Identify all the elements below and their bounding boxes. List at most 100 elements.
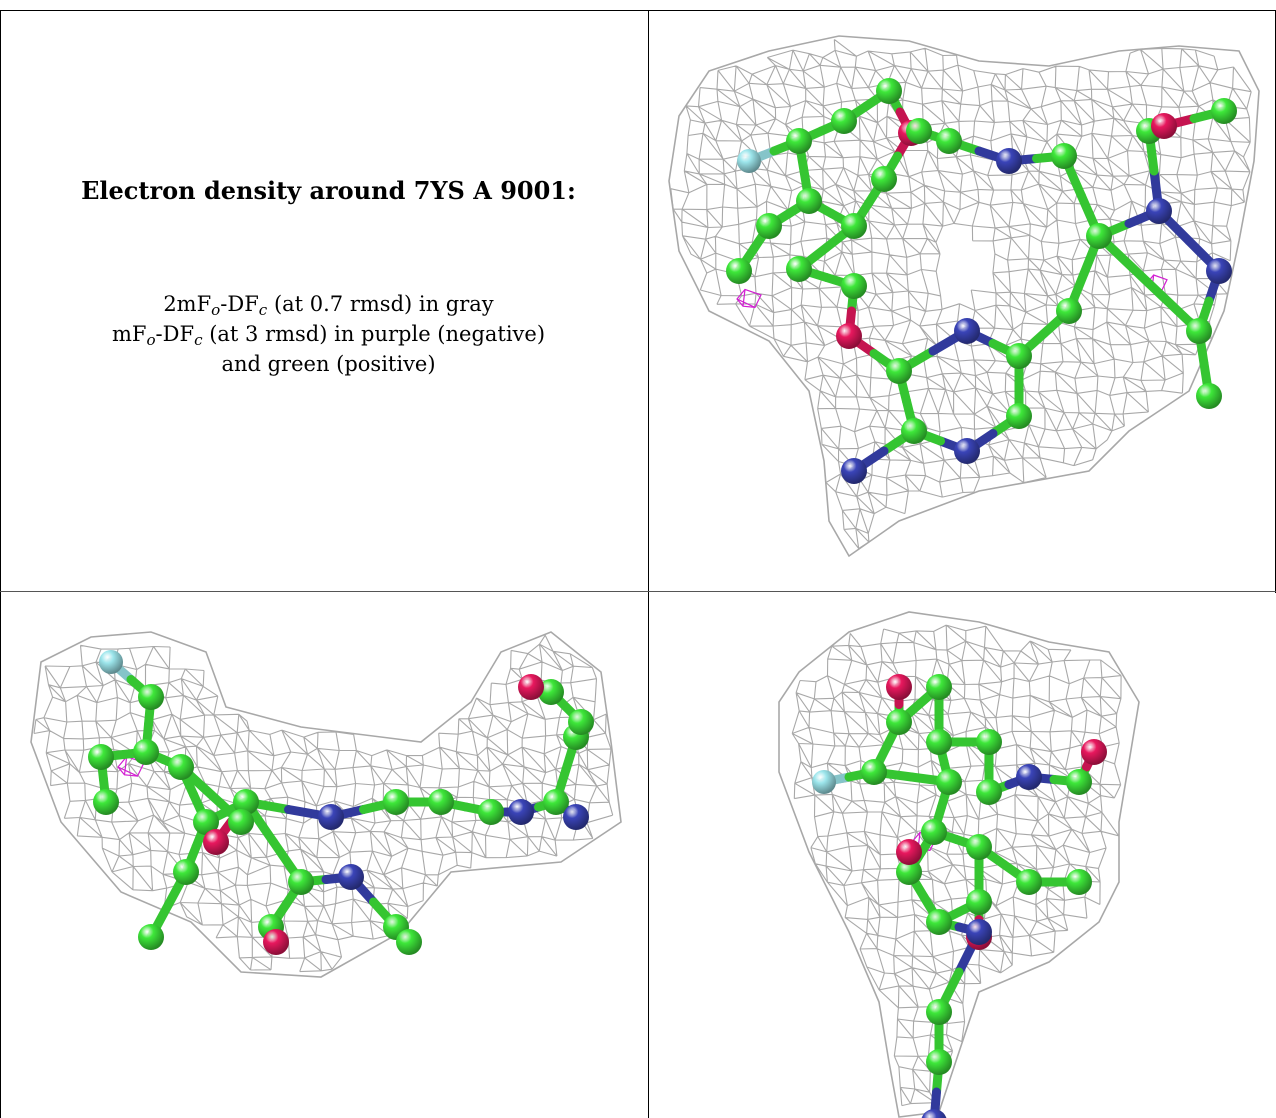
atom	[1146, 198, 1172, 224]
density-mesh	[778, 611, 1140, 1118]
atom	[786, 128, 812, 154]
atom	[1211, 98, 1237, 124]
atom	[193, 809, 219, 835]
atoms	[726, 78, 1237, 484]
atom	[233, 789, 259, 815]
atom	[966, 834, 992, 860]
density-view-bottom-right	[649, 592, 1276, 1118]
atom	[1081, 739, 1107, 765]
bonds	[734, 86, 1229, 476]
atom	[996, 148, 1022, 174]
atom	[966, 919, 992, 945]
atom	[886, 709, 912, 735]
atoms	[812, 674, 1107, 1118]
caption: Electron density around 7YS A 9001: 2mFo…	[41, 176, 616, 379]
atom	[168, 754, 194, 780]
atom	[906, 118, 932, 144]
atom	[263, 929, 289, 955]
atom	[976, 779, 1002, 805]
atom	[871, 166, 897, 192]
atom	[138, 924, 164, 950]
atom	[1006, 343, 1032, 369]
atom	[508, 799, 534, 825]
atom	[1066, 869, 1092, 895]
caption-legend: 2mFo-DFc (at 0.7 rmsd) in gray mFo-DFc (…	[41, 289, 616, 379]
atom	[568, 709, 594, 735]
density-view-top-right	[649, 11, 1275, 591]
atoms	[88, 650, 594, 955]
atom	[338, 864, 364, 890]
atom	[1016, 869, 1042, 895]
atom	[288, 869, 314, 895]
atom	[756, 213, 782, 239]
atom	[921, 1109, 947, 1118]
atom	[936, 128, 962, 154]
atom	[99, 650, 123, 674]
atom	[966, 889, 992, 915]
atom	[841, 273, 867, 299]
atom	[133, 739, 159, 765]
table-border-left	[0, 10, 1, 1118]
atom	[478, 799, 504, 825]
atom	[926, 999, 952, 1025]
atom	[926, 909, 952, 935]
density-outline	[778, 611, 1140, 1118]
atom	[1016, 764, 1042, 790]
atom	[831, 108, 857, 134]
atom	[1066, 769, 1092, 795]
atom	[876, 78, 902, 104]
atom	[896, 839, 922, 865]
atom	[543, 789, 569, 815]
table-border-top	[0, 10, 1276, 11]
atom	[88, 744, 114, 770]
density-view-bottom-left	[1, 592, 648, 1118]
atom	[563, 804, 589, 830]
molecule-render-2	[30, 631, 622, 978]
atom	[921, 819, 947, 845]
atom	[538, 679, 564, 705]
atom	[396, 929, 422, 955]
density-mesh	[668, 35, 1260, 558]
atom	[173, 859, 199, 885]
atom	[726, 258, 752, 284]
legend-line-green: and green (positive)	[221, 352, 436, 376]
atom	[936, 769, 962, 795]
atom	[1056, 298, 1082, 324]
molecule-render-1	[668, 35, 1260, 558]
table-row-divider	[0, 591, 1276, 592]
negative-density-blob	[736, 288, 762, 309]
atom	[1006, 403, 1032, 429]
atom	[1206, 258, 1232, 284]
atom	[896, 859, 922, 885]
atom	[976, 729, 1002, 755]
atom	[203, 829, 229, 855]
atom	[796, 188, 822, 214]
atom	[93, 789, 119, 815]
atom	[954, 318, 980, 344]
atom	[812, 770, 836, 794]
caption-cell: Electron density around 7YS A 9001: 2mFo…	[1, 11, 648, 591]
atom	[737, 149, 761, 173]
atom	[1151, 113, 1177, 139]
legend-line-purple: mFo-DFc (at 3 rmsd) in purple (negative)	[111, 322, 546, 349]
atom	[886, 358, 912, 384]
atom	[836, 323, 862, 349]
atom	[786, 256, 812, 282]
caption-title: Electron density around 7YS A 9001:	[81, 176, 576, 205]
atom	[886, 674, 912, 700]
atom	[383, 789, 409, 815]
atom	[318, 804, 344, 830]
atom	[1086, 223, 1112, 249]
table-border-middle	[648, 10, 649, 1118]
atom	[1196, 383, 1222, 409]
atom	[518, 674, 544, 700]
atom	[1051, 143, 1077, 169]
atom	[841, 458, 867, 484]
molecule-render-3	[778, 611, 1140, 1118]
atom	[1186, 318, 1212, 344]
atom	[954, 438, 980, 464]
atom	[926, 729, 952, 755]
atom	[926, 674, 952, 700]
atom	[901, 418, 927, 444]
